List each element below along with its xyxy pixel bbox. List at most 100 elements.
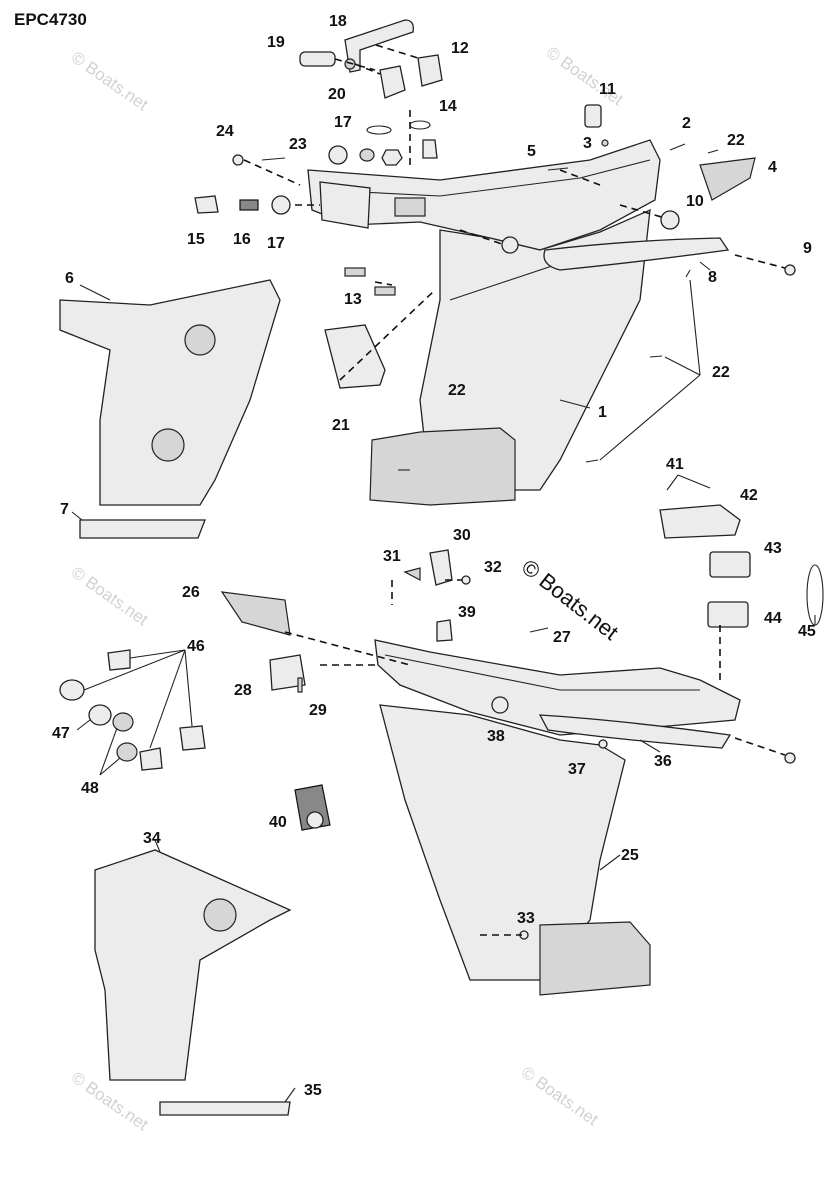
- callout-34: 34: [143, 830, 161, 847]
- valve-12b: [417, 54, 443, 87]
- callout-6: 6: [65, 270, 74, 287]
- clip-right: [422, 139, 438, 159]
- leader-46a: [129, 649, 186, 659]
- bracket-21: [324, 324, 386, 389]
- screw-lower-right: [784, 752, 796, 764]
- frame-bracket: [319, 181, 371, 229]
- clip-31: [403, 567, 421, 581]
- callout-35: 35: [304, 1082, 322, 1099]
- lower-assembly: [59, 504, 824, 1116]
- callout-12: 12: [451, 40, 469, 57]
- upper-assembly: [59, 19, 796, 539]
- callout-17b: 17: [334, 114, 352, 131]
- grommet-46b: [59, 679, 85, 701]
- oring-14a: [366, 125, 392, 135]
- lower-cavitation: [539, 921, 651, 996]
- callout-42: 42: [740, 487, 758, 504]
- leader-41a: [666, 474, 679, 491]
- washer-17-top: [328, 145, 348, 165]
- leader-7: [71, 511, 83, 521]
- callout-27: 27: [553, 629, 571, 646]
- screw-27: [529, 627, 549, 633]
- leader-8: [699, 261, 711, 271]
- grommet-46d: [139, 747, 163, 771]
- grommet-48a: [112, 712, 134, 732]
- leader-1: [559, 399, 591, 409]
- callout-46: 46: [187, 638, 205, 655]
- callout-30: 30: [453, 527, 471, 544]
- clip-20: [344, 58, 356, 70]
- part-43: [709, 551, 751, 578]
- part-42: [659, 504, 741, 539]
- callout-28: 28: [234, 682, 252, 699]
- callout-36: 36: [654, 753, 672, 770]
- lower-housing-25: [379, 704, 626, 981]
- callout-22b: 22: [712, 364, 730, 381]
- fitting-19: [299, 51, 336, 67]
- plug-15: [194, 195, 219, 214]
- gasket-7: [79, 519, 206, 539]
- callout-40: 40: [269, 814, 287, 831]
- callout-25: 25: [621, 847, 639, 864]
- leader-22-right: [664, 356, 701, 376]
- grommet-46a: [107, 649, 131, 671]
- callout-13: 13: [344, 291, 362, 308]
- leader-48a: [99, 727, 118, 776]
- callout-10: 10: [686, 193, 704, 210]
- arrow-9: [734, 254, 786, 269]
- arrow-26: [284, 631, 411, 666]
- leader-22-right-c: [599, 374, 701, 461]
- arrow-13: [374, 281, 393, 286]
- callout-29: 29: [309, 702, 327, 719]
- callout-5: 5: [527, 143, 536, 160]
- callout-16: 16: [233, 231, 251, 248]
- screw-9: [784, 264, 796, 276]
- callout-33: 33: [517, 910, 535, 927]
- side-cover-34: [94, 849, 292, 1081]
- callout-23: 23: [289, 136, 307, 153]
- grommet-47: [88, 704, 112, 726]
- callout-38: 38: [487, 728, 505, 745]
- arrow-right: [734, 737, 786, 756]
- callout-48: 48: [81, 780, 99, 797]
- frame-cutout: [394, 197, 426, 217]
- arrow-12: [375, 44, 419, 59]
- oring-14b: [409, 120, 431, 130]
- part-40-ring: [306, 811, 324, 829]
- watermark-5: © Boats.net: [518, 1063, 602, 1130]
- screw-22-d: [585, 459, 599, 463]
- washer-center: [501, 236, 519, 254]
- callout-3: 3: [583, 135, 592, 152]
- nut-3: [601, 139, 609, 147]
- callout-11: 11: [599, 81, 616, 98]
- leader-41b: [677, 474, 711, 489]
- handle-8: [543, 237, 730, 271]
- lower-frame: [374, 639, 741, 736]
- callout-9: 9: [803, 240, 812, 257]
- leader-34: [154, 839, 161, 853]
- callout-43: 43: [764, 540, 782, 557]
- callout-14: 14: [439, 98, 457, 115]
- arrow-21: [339, 289, 436, 381]
- screw-24: [232, 154, 244, 166]
- callout-26: 26: [182, 584, 200, 601]
- washer-10: [660, 210, 680, 230]
- washer-38: [491, 696, 509, 714]
- screw-2: [669, 143, 686, 151]
- callout-4: 4: [768, 159, 777, 176]
- callout-22a: 22: [727, 132, 745, 149]
- arrow-10b: [619, 204, 666, 219]
- gasket-35: [159, 1101, 291, 1116]
- leader-46b: [83, 649, 186, 691]
- side-cover-6: [59, 279, 281, 506]
- grommet-46c: [179, 725, 206, 751]
- callout-15: 15: [187, 231, 205, 248]
- screw-22-c: [649, 355, 663, 358]
- callout-19: 19: [267, 34, 285, 51]
- screw-22-b: [685, 269, 691, 278]
- callout-24: 24: [216, 123, 234, 140]
- leader-22-right-b: [689, 279, 701, 376]
- callout-1: 1: [598, 404, 607, 421]
- callout-18: 18: [329, 13, 347, 30]
